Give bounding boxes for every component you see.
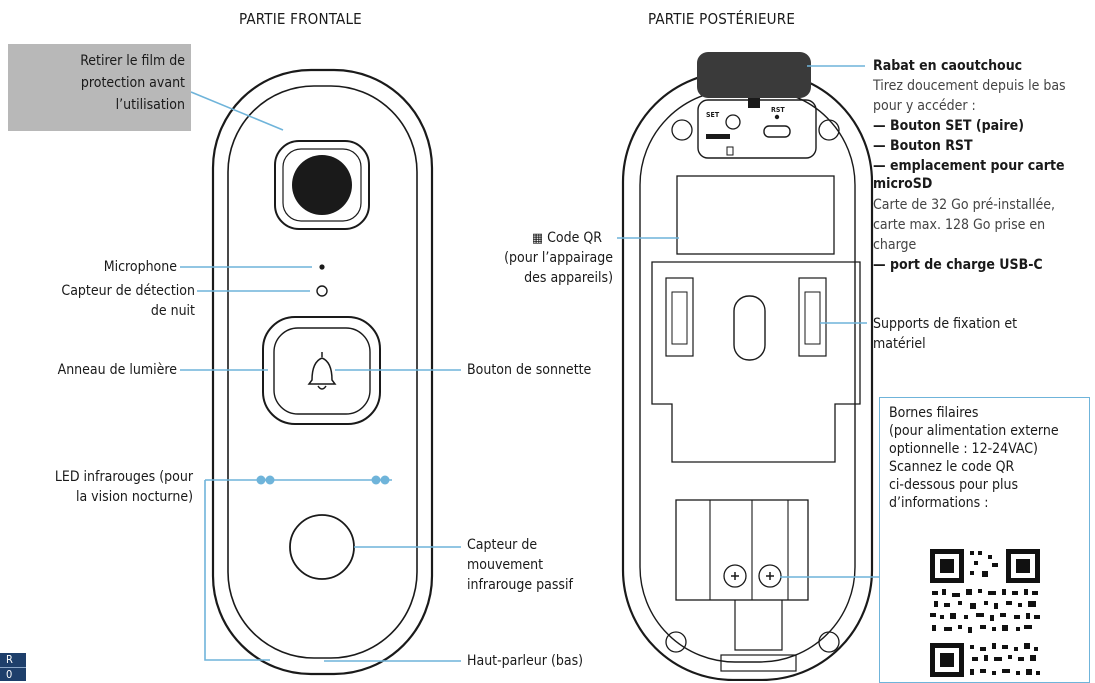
usb-port-label: — port de charge USB-C [873, 257, 1043, 273]
front-device [211, 68, 434, 676]
rst-label: RST [771, 106, 785, 114]
note-line: l’utilisation [115, 97, 185, 113]
front-title: PARTIE FRONTALE [239, 10, 362, 28]
terminals-text: Scannez le code QR [889, 459, 1015, 475]
flap-item: microSD [873, 176, 933, 192]
sd-desc: carte max. 128 Go prise en [873, 217, 1046, 233]
terminals-text: ci-dessous pour plus [889, 477, 1019, 493]
pir-sensor-label: mouvement [467, 557, 544, 573]
sd-desc: charge [873, 237, 917, 253]
brackets-label: Supports de fixation et [873, 316, 1018, 332]
tab-label-top: R [6, 653, 13, 666]
flap-desc: Tirez doucement depuis le bas [873, 78, 1066, 94]
microphone-label: Microphone [103, 259, 177, 275]
pir-sensor-label: Capteur de [467, 537, 538, 553]
tab-label-bottom: 0 [6, 668, 13, 681]
note-line: protection avant [80, 75, 185, 91]
flap-item: — Bouton RST [873, 138, 973, 154]
camera-lens [292, 155, 352, 215]
set-label: SET [706, 111, 720, 119]
ir-led-label: la vision nocturne) [75, 489, 193, 505]
night-sensor-dot [316, 285, 328, 297]
rubber-flap [697, 52, 811, 98]
qr-desc: des appareils) [524, 270, 613, 286]
brackets-label: matériel [873, 336, 926, 352]
terminals-info-box: Bornes filaires (pour alimentation exter… [879, 397, 1090, 683]
flap-item: — Bouton SET (paire) [873, 118, 1024, 134]
night-sensor-label: de nuit [150, 303, 195, 319]
light-ring-label: Anneau de lumière [57, 362, 177, 378]
doorbell-button-label: Bouton de sonnette [467, 362, 592, 378]
terminals-text: optionnelle : 12-24VAC) [889, 441, 1038, 457]
terminals-text: d’informations : [889, 495, 989, 511]
bell-icon [307, 352, 337, 390]
back-device [621, 52, 874, 681]
language-tab: R 0 [0, 653, 26, 681]
flap-item: — emplacement pour carte [873, 158, 1065, 174]
sd-desc: Carte de 32 Go pré-installée, [873, 197, 1055, 213]
qr-desc: (pour l’appairage [504, 250, 613, 266]
speaker-label: Haut-parleur (bas) [467, 653, 584, 669]
note-line: Retirer le film de [80, 53, 185, 69]
night-sensor-label: Capteur de détection [61, 283, 195, 299]
protective-film-note [8, 44, 191, 131]
qr-code-image [930, 549, 1040, 677]
terminals-text: (pour alimentation externe [889, 423, 1059, 439]
qr-code-icon: ▦ [532, 231, 544, 246]
back-title: PARTIE POSTÉRIEURE [648, 10, 796, 28]
pir-sensor [289, 514, 355, 580]
ir-led-label: LED infrarouges (pour [54, 469, 193, 485]
microphone-dot [319, 264, 325, 270]
leader-lines [180, 65, 879, 662]
qr-code-label: ▦ Code QR [532, 230, 602, 246]
pir-sensor-label: infrarouge passif [467, 577, 573, 593]
terminals-text: Bornes filaires [889, 405, 979, 421]
flap-desc: pour y accéder : [873, 98, 976, 114]
flap-title: Rabat en caoutchouc [873, 58, 1023, 74]
